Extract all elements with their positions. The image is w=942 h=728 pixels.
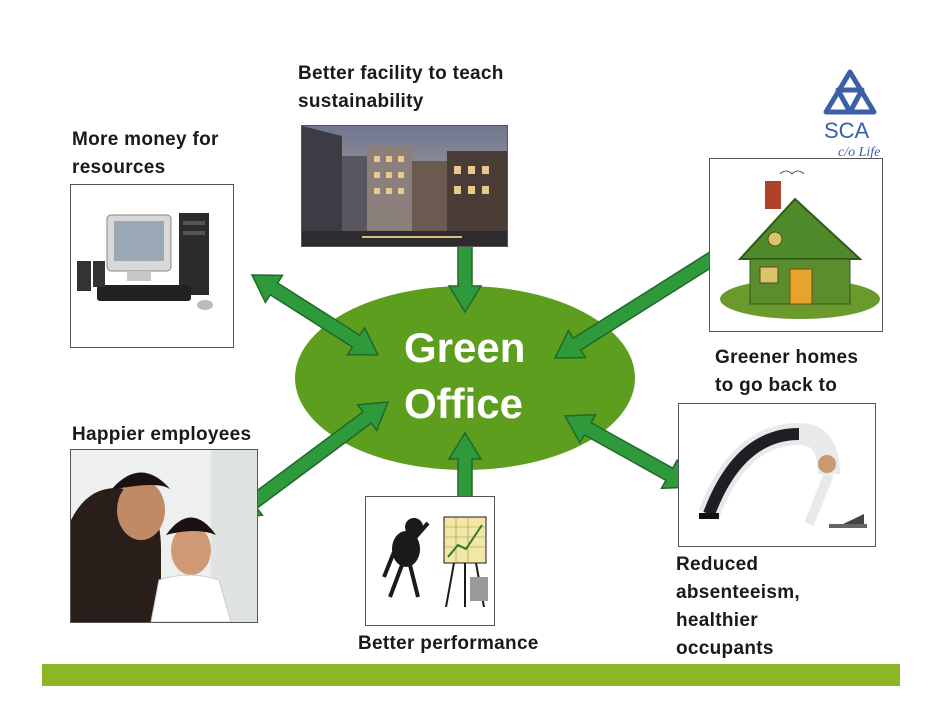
center-title-line1: Green: [404, 324, 526, 371]
arrow-money: [250, 274, 380, 356]
green-house-illustration: [709, 158, 883, 332]
bottom-accent-bar: [42, 664, 900, 686]
sca-logo: SCA c/o Life: [823, 69, 880, 160]
sca-logo-brand: SCA: [824, 118, 870, 143]
desktop-computer-photo: [70, 184, 234, 348]
label-happier: Happier employees: [72, 424, 252, 445]
arrow-reduced: [563, 413, 694, 490]
center-title-line2: Office: [404, 380, 524, 427]
label-facility: Better facility to teach sustainability: [298, 63, 504, 112]
label-reduced: Reduced absenteeism, healthier occupants: [676, 554, 800, 659]
center-title: Green Office: [404, 320, 525, 432]
label-money: More money for resources: [72, 129, 219, 178]
stick-figure-chart-illustration: [365, 496, 495, 626]
city-street-photo: [301, 125, 508, 247]
label-homes: Greener homes to go back to: [715, 347, 859, 396]
smiling-employees-photo: [70, 449, 258, 623]
sca-logo-tagline: c/o Life: [838, 145, 880, 160]
stretching-man-laptop-photo: [678, 403, 876, 547]
label-performance: Better performance: [358, 633, 539, 654]
